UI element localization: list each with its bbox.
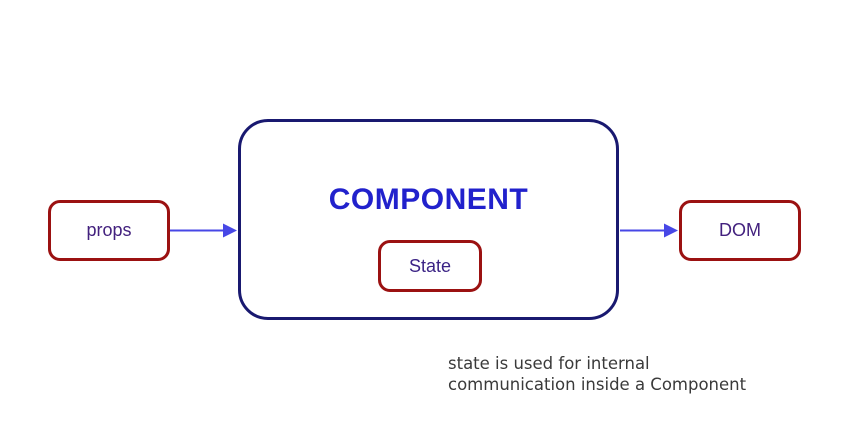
caption-line-1: state is used for internal xyxy=(448,354,650,373)
arrowhead-icon xyxy=(223,223,237,238)
dom-node: DOM xyxy=(679,200,801,261)
caption: state is used for internal communication… xyxy=(448,353,746,395)
arrowhead-icon xyxy=(664,223,678,238)
state-node: State xyxy=(378,240,482,292)
component-node: COMPONENT State xyxy=(238,119,619,320)
arrow-component-to-dom-icon xyxy=(620,223,678,238)
caption-line-2: communication inside a Component xyxy=(448,375,747,394)
arrow-props-to-component-icon xyxy=(170,223,237,238)
dom-label: DOM xyxy=(719,220,761,240)
props-node: props xyxy=(48,200,170,261)
component-label: COMPONENT xyxy=(328,183,529,216)
state-label: State xyxy=(408,255,452,276)
props-label: props xyxy=(86,220,132,240)
